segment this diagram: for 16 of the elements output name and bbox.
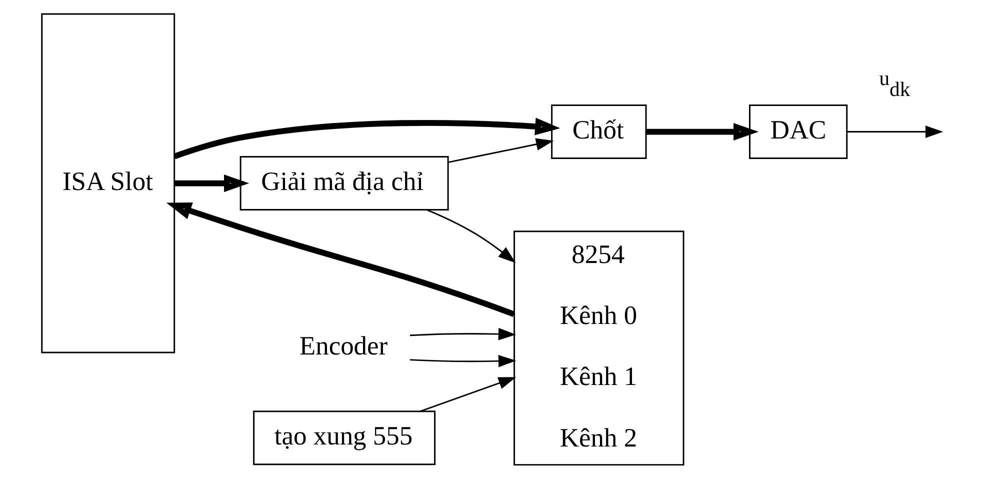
node-box: 8254 Kênh 0 Kênh 1 Kênh 2: [514, 230, 684, 466]
arrow: [410, 328, 516, 340]
arrow: [448, 138, 554, 164]
arrow: [847, 126, 944, 138]
node-text: Encoder: [299, 330, 388, 361]
node-box: ISA Slot: [41, 13, 176, 354]
arrow: [174, 174, 250, 192]
arrow: [646, 123, 759, 141]
arrow: [420, 377, 516, 412]
arrow: [426, 209, 516, 264]
arrow: [174, 118, 560, 160]
node-box: DAC: [749, 104, 848, 159]
node-box: Chốt: [551, 104, 647, 159]
node-box: Giải mã địa chỉ: [240, 156, 449, 211]
node-box: tạo xung 555: [253, 410, 436, 466]
arrow: [410, 354, 516, 368]
